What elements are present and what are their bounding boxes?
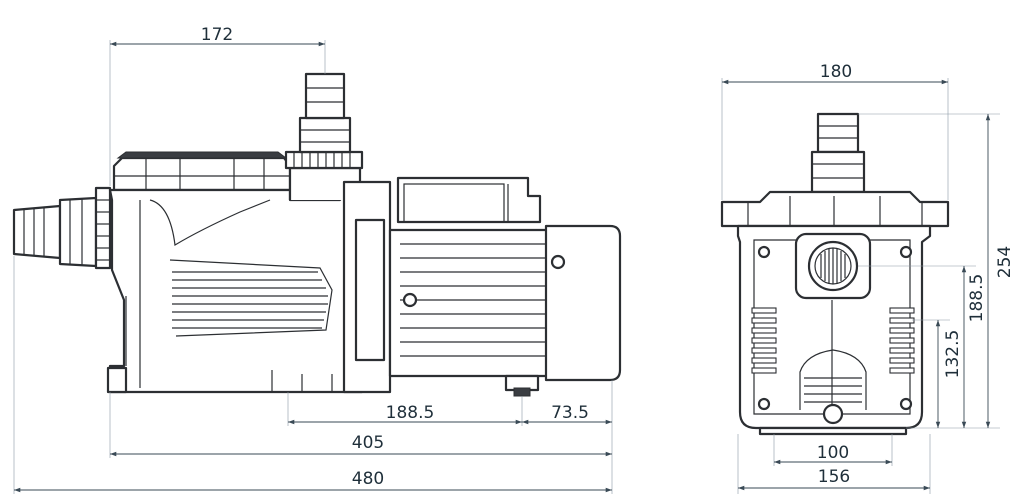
front-right-fins	[889, 307, 915, 374]
dim-front-total-height: 254	[995, 246, 1015, 278]
front-view-dimensions: 180 254 188.5 132.5 100 156	[721, 62, 1015, 494]
front-view: 180 254 188.5 132.5 100 156	[720, 62, 1015, 494]
dim-side-outlet-to-end: 73.5	[551, 403, 589, 423]
dim-front-outlet-height: 132.5	[943, 330, 963, 379]
drain-plug-icon	[822, 403, 844, 425]
screw-bottom-right-icon	[899, 397, 913, 411]
side-strainer-lid	[112, 151, 292, 192]
ground-screw-icon	[402, 292, 418, 308]
side-inlet-hose-barb	[12, 186, 112, 270]
screw-top-left-icon	[757, 245, 771, 259]
front-left-fins	[751, 307, 777, 374]
front-lower-grille	[799, 349, 867, 425]
screw-bottom-left-icon	[757, 397, 771, 411]
dim-front-base-width: 156	[818, 467, 850, 487]
dim-front-inlet-height: 188.5	[967, 274, 987, 323]
front-pump-body	[736, 224, 932, 436]
dim-front-width: 180	[820, 62, 852, 82]
dim-side-base-length: 405	[352, 433, 384, 453]
side-view-dimensions: 172 188.5 73.5 405 480	[13, 25, 613, 494]
side-pump-housing	[106, 184, 364, 394]
front-outlet-hose-barb	[810, 112, 866, 194]
side-outlet-fitting	[284, 72, 364, 200]
dim-side-inlet-to-outlet: 188.5	[386, 403, 435, 423]
dim-side-total-length: 480	[352, 469, 384, 489]
side-housing-fins	[172, 271, 328, 329]
side-view: 172 188.5 73.5 405 480	[12, 25, 622, 494]
side-motor	[388, 176, 622, 397]
side-motor-flange	[342, 180, 392, 394]
dim-side-top-width: 172	[201, 25, 233, 45]
side-motor-fins	[400, 243, 546, 357]
end-cap-screw-icon	[550, 254, 566, 270]
front-inlet-port	[794, 232, 872, 300]
dim-front-foot-span: 100	[817, 443, 849, 463]
front-lid	[720, 190, 950, 228]
screw-top-right-icon	[899, 245, 913, 259]
